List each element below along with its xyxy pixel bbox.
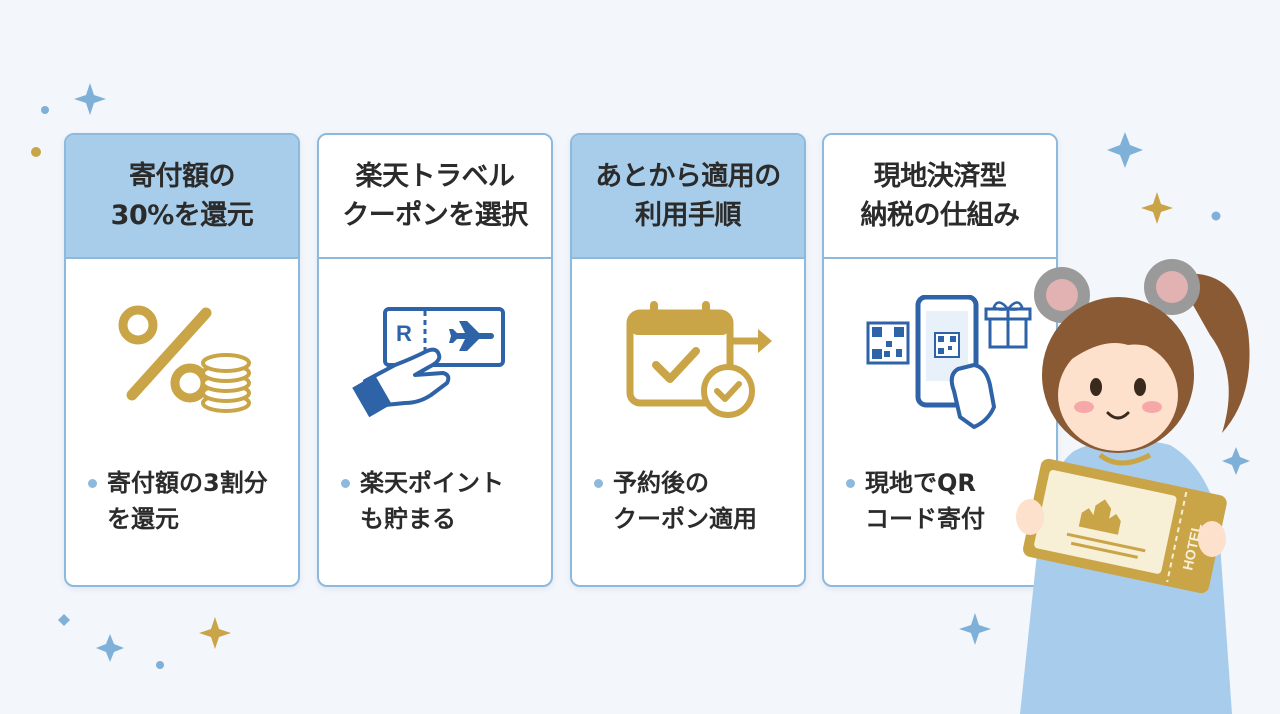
bullet-line-2: クーポン適用	[613, 505, 757, 533]
card-bullet: 現地でQR コード寄付	[846, 465, 1046, 537]
card-bullet: 寄付額の3割分 を還元	[88, 465, 288, 537]
phone-qr-gift-icon	[866, 295, 1032, 429]
bullet-dot-icon	[341, 479, 350, 488]
card-rakuten-coupon: 楽天トラベル クーポンを選択 R 楽天ポイント も貯まる	[317, 133, 553, 587]
card-header: あとから適用の 利用手順	[572, 135, 804, 259]
card-bullet: 予約後の クーポン適用	[594, 465, 794, 537]
hand-ticket-icon: R	[352, 307, 505, 418]
card-donation-return: 寄付額の 30%を還元 寄付額の3割分 を還元	[64, 133, 300, 587]
bullet-dot-icon	[846, 479, 855, 488]
mascot-character: HOTEL	[1016, 259, 1250, 714]
calendar-check-icon	[626, 301, 772, 418]
bullet-line-2: も貯まる	[360, 505, 456, 533]
card-header: 現地決済型 納税の仕組み	[824, 135, 1056, 259]
bullet-line-2: コード寄付	[865, 505, 985, 533]
bullet-line-1: 現地でQR	[865, 469, 976, 497]
card-header: 楽天トラベル クーポンを選択	[319, 135, 551, 259]
card-title-line-1: 現地決済型	[873, 161, 1007, 192]
card-title-line-2: 利用手順	[635, 200, 742, 231]
bullet-line-2: を還元	[107, 505, 179, 533]
bullet-line-1: 予約後の	[613, 469, 709, 497]
bullet-dot-icon	[594, 479, 603, 488]
card-apply-later-steps: あとから適用の 利用手順 予約後の クーポン適用	[570, 133, 806, 587]
bullet-line-1: 寄付額の3割分	[107, 469, 268, 497]
card-title-line-1: 楽天トラベル	[355, 161, 516, 192]
percent-coins-icon	[118, 305, 251, 413]
card-title-line-2: クーポンを選択	[342, 200, 528, 231]
card-bullet: 楽天ポイント も貯まる	[341, 465, 541, 537]
card-title-line-2: 納税の仕組み	[860, 200, 1021, 231]
bullet-line-1: 楽天ポイント	[360, 469, 504, 497]
card-title-line-2: 30%を還元	[110, 200, 254, 231]
card-header: 寄付額の 30%を還元	[66, 135, 298, 259]
card-title-line-1: あとから適用の	[595, 161, 781, 192]
bullet-dot-icon	[88, 479, 97, 488]
svg-text:R: R	[396, 321, 412, 346]
card-title-line-1: 寄付額の	[129, 161, 236, 192]
